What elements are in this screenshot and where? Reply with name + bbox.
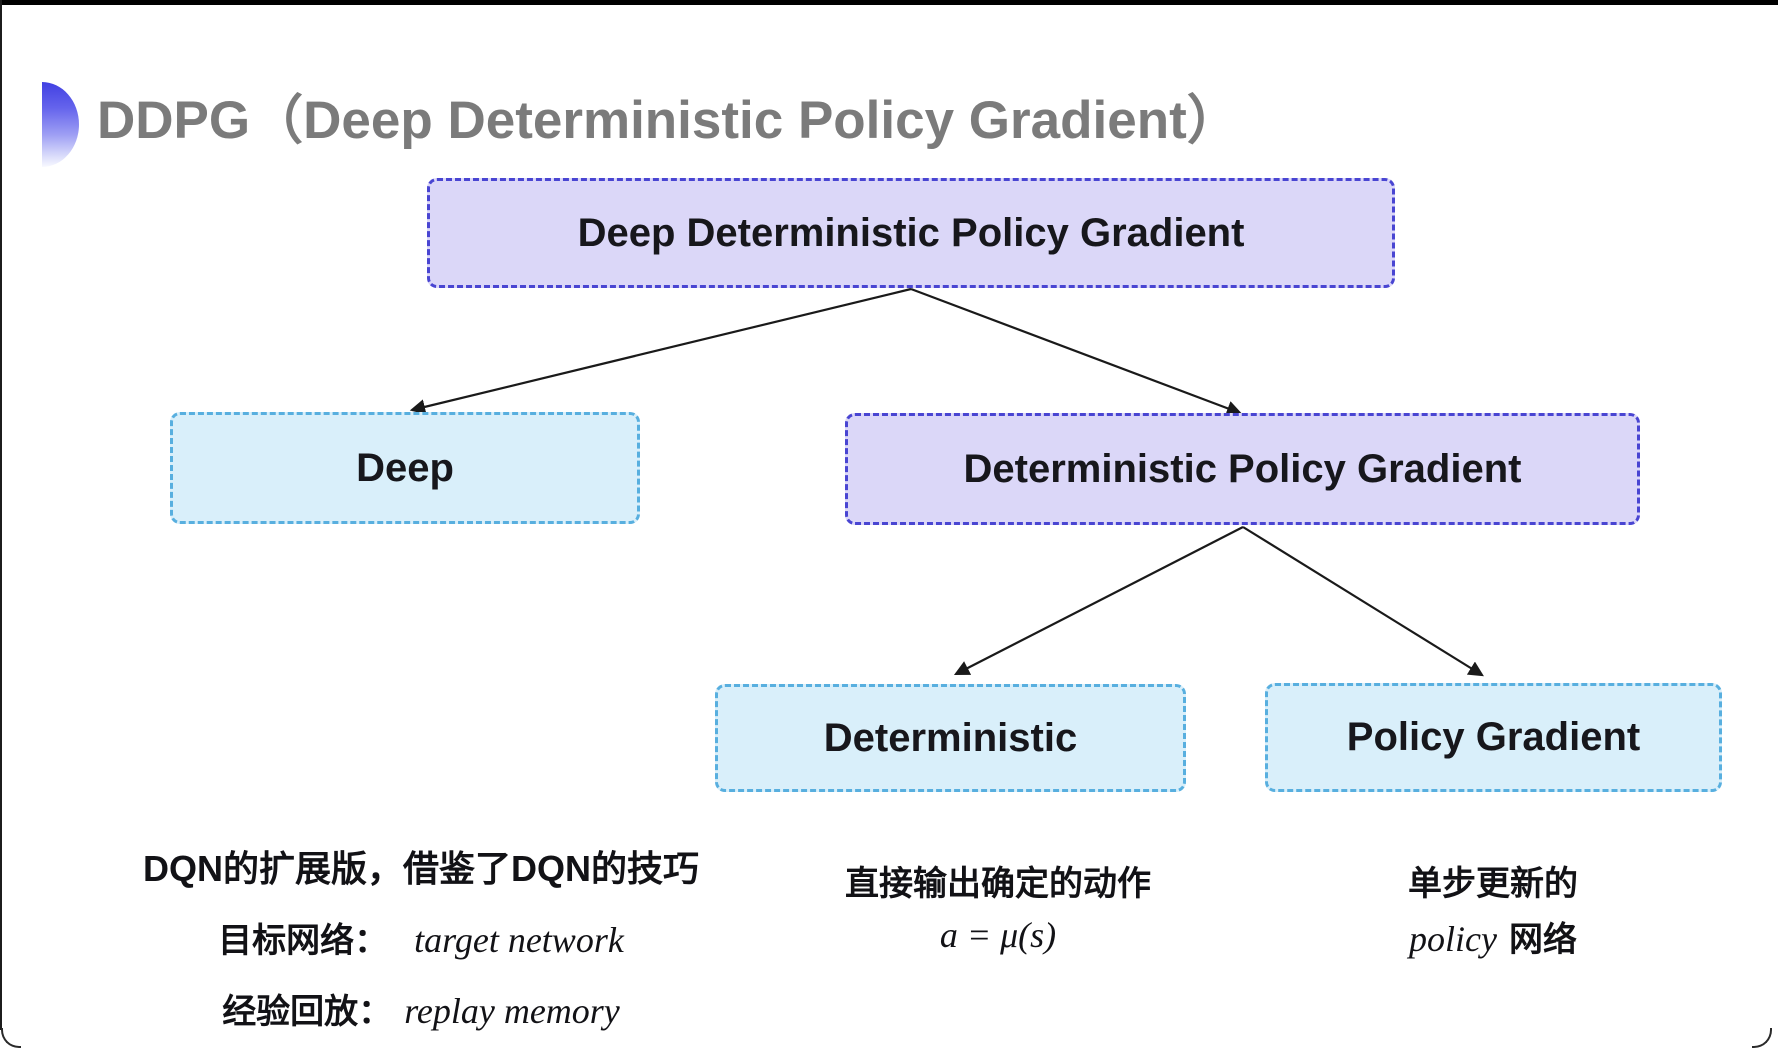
node-dpg-label: Deterministic Policy Gradient: [963, 446, 1522, 491]
note-policy-gradient-line2-term: policy: [1409, 919, 1497, 959]
node-policy-gradient-label: Policy Gradient: [1346, 715, 1641, 759]
note-deep-line2-label: 目标网络：: [218, 922, 389, 960]
node-deterministic-label: Deterministic: [823, 715, 1078, 760]
node-ddpg-label: Deep Deterministic Policy Gradient: [577, 210, 1245, 255]
note-deep-line1: DQN的扩展版，借鉴了DQN的技巧: [143, 848, 699, 889]
arrow-dpg-to-policy-gradient: [1242, 526, 1484, 677]
node-deterministic-policy-gradient: Deterministic Policy Gradient: [845, 413, 1640, 525]
window-left-border: [0, 0, 2, 1030]
arrow-dpg-to-deterministic: [953, 526, 1244, 676]
node-deterministic: Deterministic: [715, 684, 1186, 792]
note-policy-gradient-line2-rest: 网络: [1508, 921, 1577, 959]
node-policy-gradient: Policy Gradient: [1265, 683, 1722, 792]
note-deep: DQN的扩展版，借鉴了DQN的技巧 目标网络： target network 经验…: [100, 840, 742, 1033]
window-top-border: [0, 0, 1778, 5]
note-policy-gradient-line1: 单步更新的: [1408, 865, 1578, 903]
note-deterministic-line1: 直接输出确定的动作: [845, 865, 1151, 903]
note-deep-line2-term: target network: [414, 920, 624, 960]
note-deep-line3-label: 经验回放：: [222, 993, 393, 1031]
arrow-ddpg-to-deep: [409, 287, 912, 415]
arrow-ddpg-to-dpg: [910, 287, 1243, 416]
note-deterministic: 直接输出确定的动作 a = μ(s): [797, 856, 1199, 956]
node-deep-label: Deep: [356, 445, 454, 490]
page-title: DDPG（Deep Deterministic Policy Gradient）: [97, 91, 1240, 150]
accent-half-circle-icon: [42, 82, 79, 167]
note-deep-line2: 目标网络： target network: [100, 913, 742, 962]
window-corner-bottom-left: [1, 1028, 21, 1048]
note-policy-gradient: 单步更新的 policy 网络: [1293, 856, 1693, 961]
note-deep-line3: 经验回放： replay memory: [100, 984, 742, 1033]
node-ddpg: Deep Deterministic Policy Gradient: [427, 178, 1395, 288]
note-deep-line3-term: replay memory: [404, 991, 620, 1031]
note-policy-gradient-line2: policy 网络: [1293, 912, 1693, 961]
window-corner-bottom-right: [1752, 1028, 1772, 1048]
node-deep: Deep: [170, 412, 640, 524]
note-deterministic-formula: a = μ(s): [939, 915, 1057, 955]
